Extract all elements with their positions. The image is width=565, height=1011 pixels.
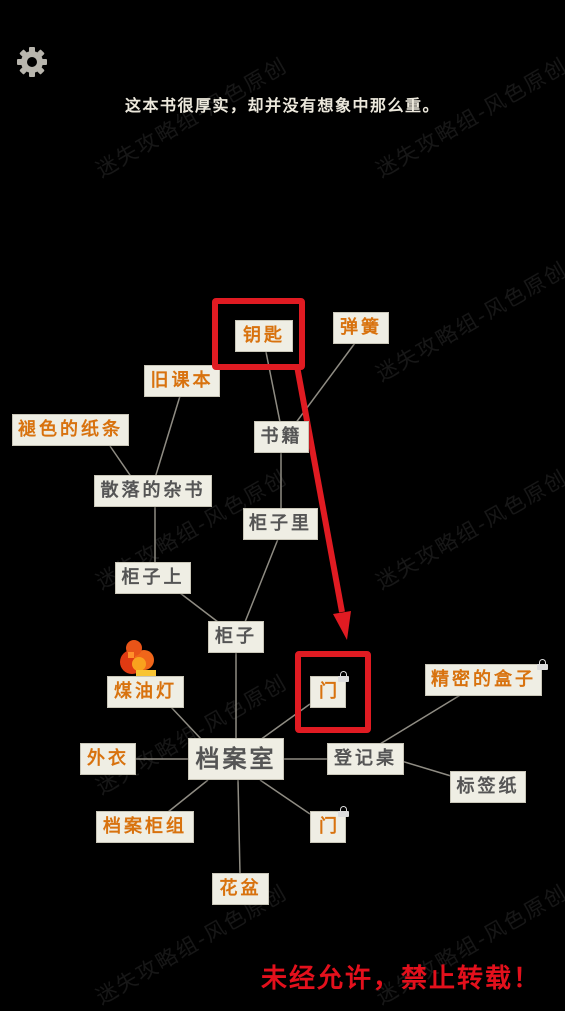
node-archive-room[interactable]: 档案室 — [188, 738, 284, 780]
lock-icon — [338, 806, 349, 817]
lock-icon — [537, 659, 548, 670]
node-on-cabinet[interactable]: 柜子上 — [115, 562, 191, 594]
node-precise-box[interactable]: 精密的盒子 — [425, 664, 542, 696]
item-description: 这本书很厚实，却并没有想象中那么重。 — [124, 96, 440, 115]
fire-icon — [120, 640, 156, 676]
node-spring[interactable]: 弹簧 — [333, 312, 389, 344]
node-coat[interactable]: 外衣 — [80, 743, 136, 775]
lock-icon — [338, 671, 349, 682]
node-oil-lamp[interactable]: 煤油灯 — [107, 676, 184, 708]
gear-icon[interactable] — [14, 44, 50, 80]
node-old-textbook[interactable]: 旧课本 — [144, 365, 220, 397]
node-inside-cabinet[interactable]: 柜子里 — [243, 508, 318, 540]
copyright-notice: 未经允许，禁止转载！ — [260, 964, 541, 994]
node-cabinet[interactable]: 柜子 — [208, 621, 264, 653]
node-key[interactable]: 钥匙 — [235, 320, 293, 352]
node-register-desk[interactable]: 登记桌 — [327, 743, 404, 775]
node-flower-pot[interactable]: 花盆 — [212, 873, 269, 905]
node-books[interactable]: 书籍 — [254, 421, 309, 453]
red-arrow — [294, 365, 351, 640]
node-label-paper[interactable]: 标签纸 — [450, 771, 526, 803]
node-door-bottom[interactable]: 门 — [310, 811, 346, 843]
node-faded-note[interactable]: 褪色的纸条 — [12, 414, 129, 446]
node-archive-cabinet-set[interactable]: 档案柜组 — [96, 811, 194, 843]
node-scattered-books[interactable]: 散落的杂书 — [94, 475, 212, 507]
